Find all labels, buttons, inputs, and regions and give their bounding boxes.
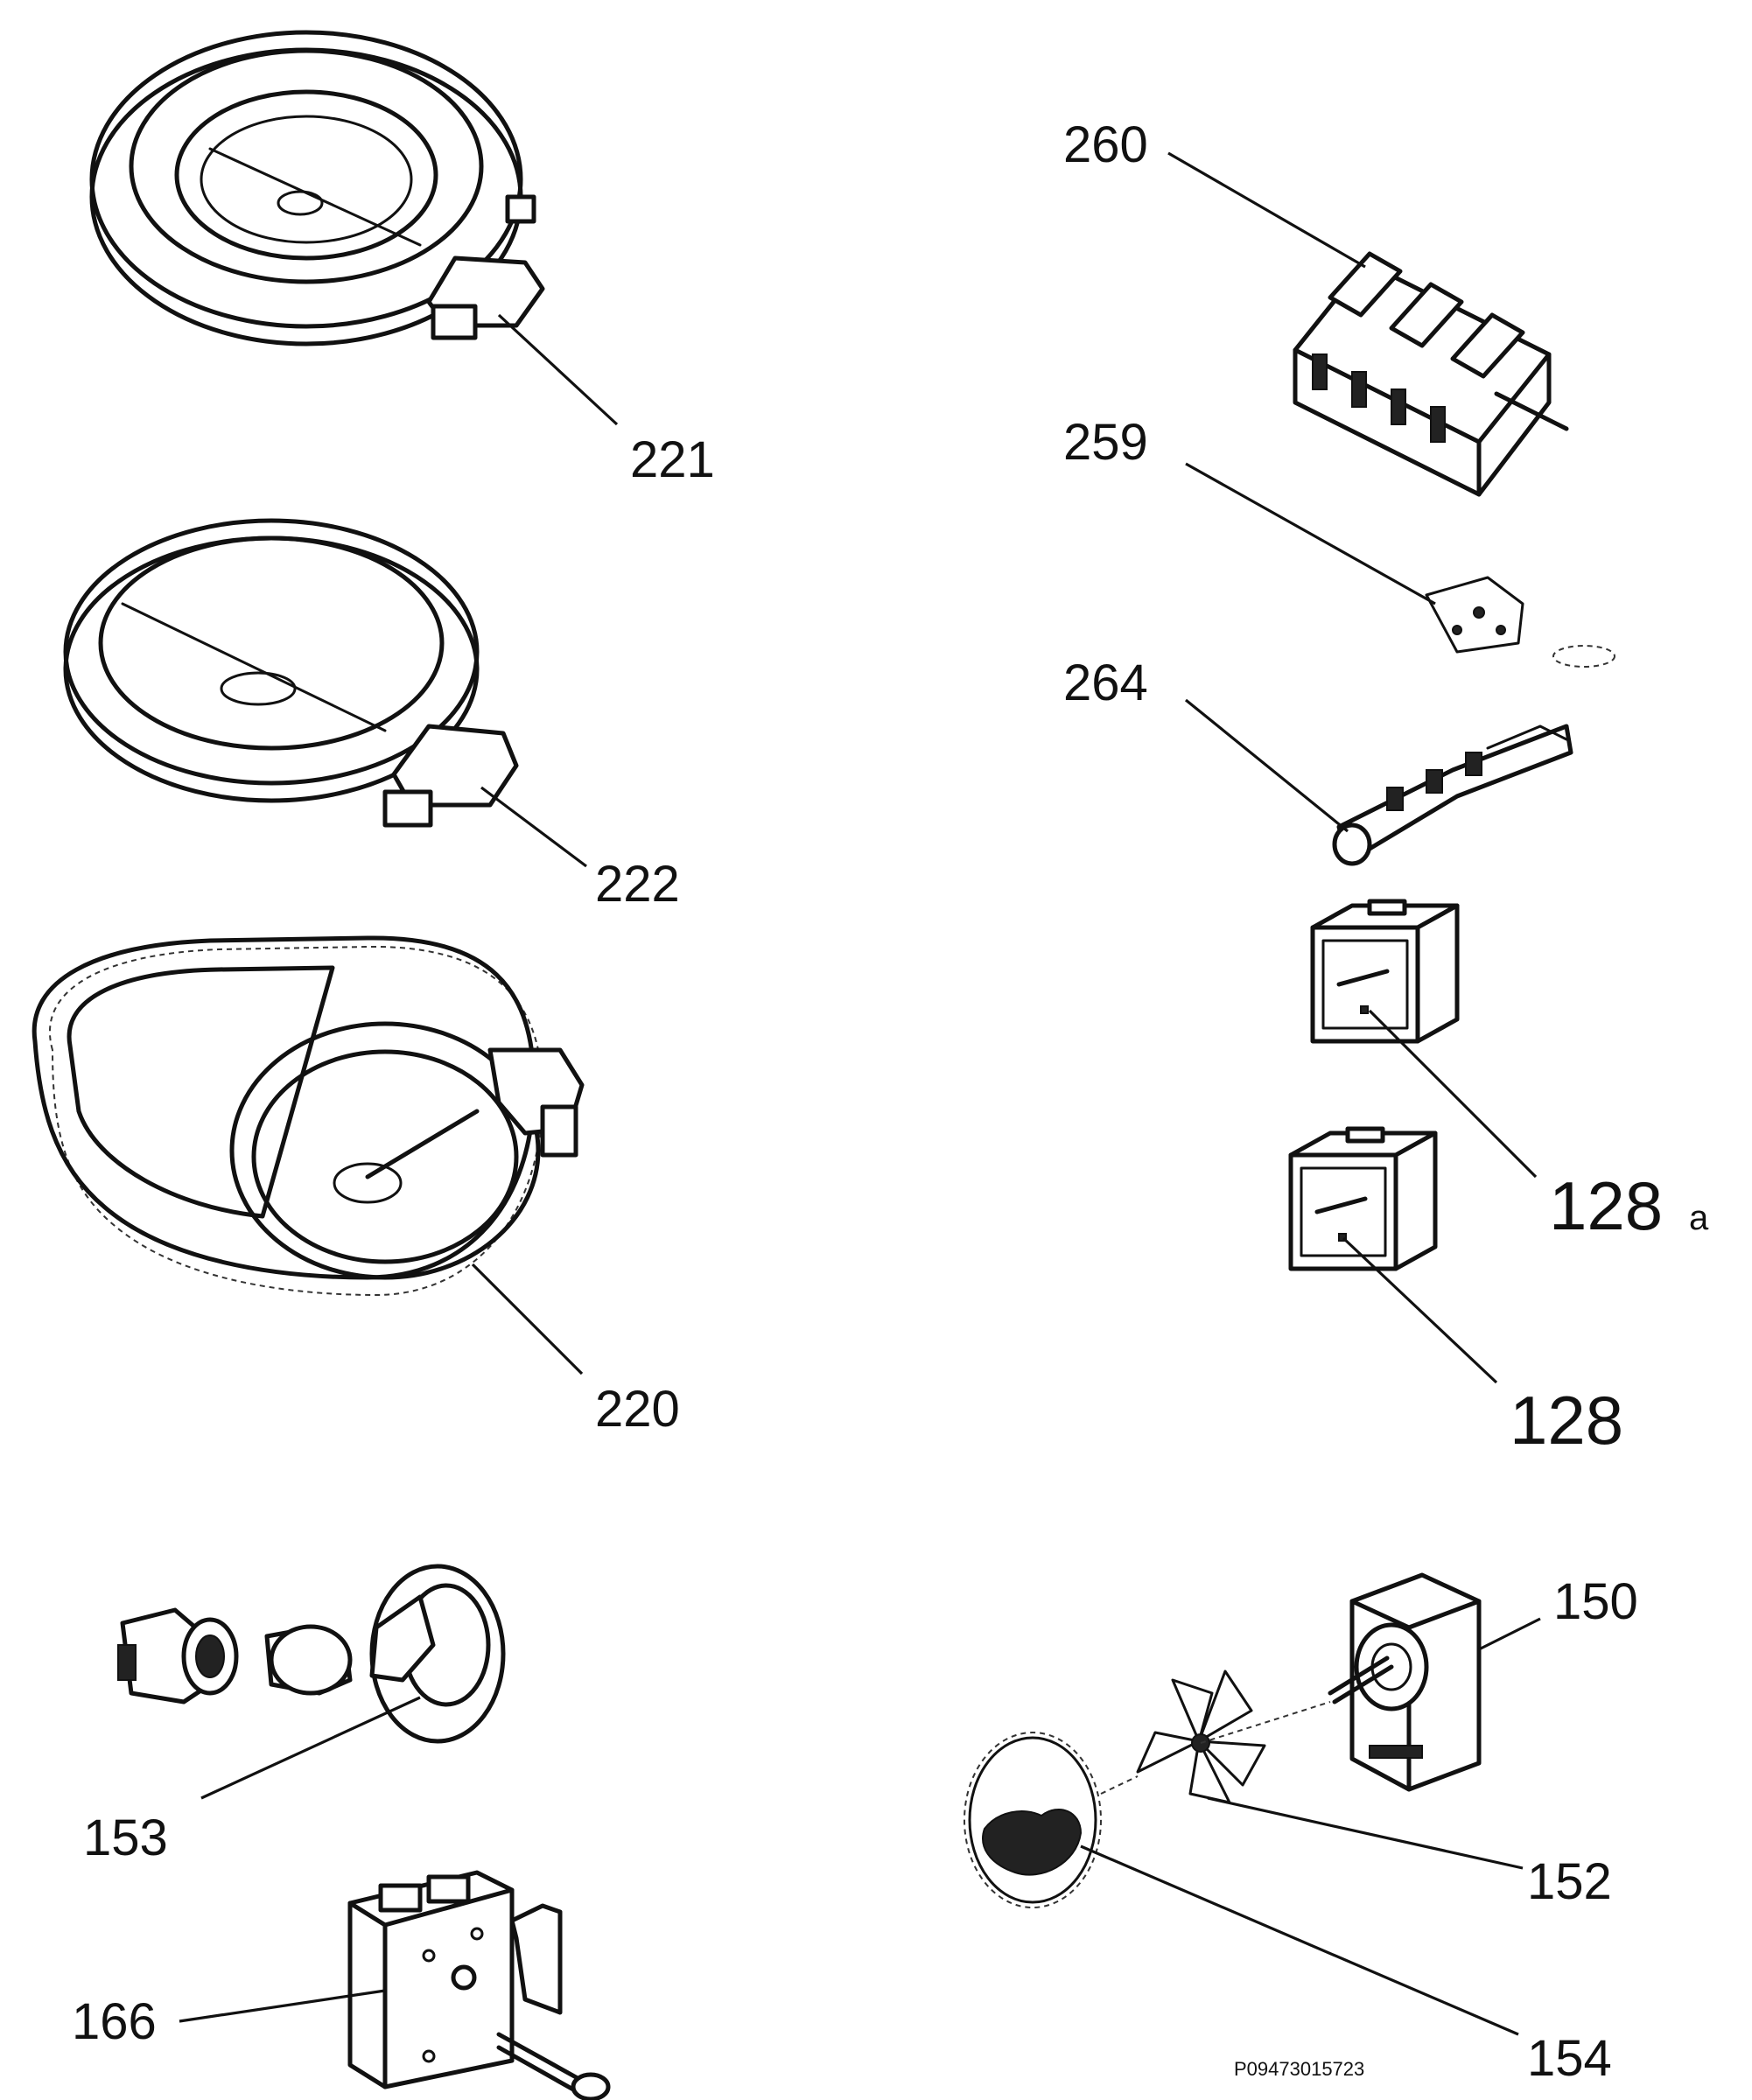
relay-128a [1310, 899, 1460, 1044]
part-label-128: 128 [1510, 1382, 1623, 1459]
hotplate-220 [32, 935, 585, 1297]
terminal-block-264 [1332, 724, 1573, 866]
bracket-166 [347, 1870, 611, 2100]
part-label-154: 154 [1527, 2030, 1612, 2087]
leader-154 [1080, 1844, 1519, 2036]
switch-259 [1425, 576, 1615, 668]
relay-128 [1288, 1126, 1438, 1271]
leader-150 [1478, 1617, 1541, 1651]
leader-128 [1342, 1236, 1498, 1384]
selector-switch-260 [1293, 251, 1569, 497]
leader-220 [471, 1263, 584, 1376]
leader-259 [1185, 462, 1436, 606]
fan-motor-150 [1328, 1572, 1482, 1792]
part-label-153: 153 [83, 1810, 168, 1866]
leader-221 [497, 313, 619, 426]
part-label-260: 260 [1063, 116, 1148, 173]
leader-264 [1184, 698, 1349, 833]
part-label-264: 264 [1063, 654, 1148, 711]
leader-153 [200, 1696, 421, 1800]
drawing-reference-code: P09473015723 [1234, 2058, 1364, 2080]
filter-154 [964, 1732, 1139, 1908]
part-label-221: 221 [630, 431, 715, 488]
part-label-259: 259 [1063, 414, 1148, 471]
leader-152 [1207, 1796, 1524, 1870]
part-label-128a-suffix: a [1689, 1199, 1709, 1237]
leader-260 [1167, 151, 1366, 269]
hotplate-222 [63, 518, 519, 828]
oven-lamp-assembly-153 [117, 1564, 506, 1744]
fan-blade-152 [1136, 1670, 1331, 1804]
leader-128a [1368, 1009, 1538, 1179]
part-label-166: 166 [72, 1993, 157, 2050]
part-label-220: 220 [595, 1381, 680, 1438]
part-label-152: 152 [1527, 1853, 1612, 1910]
hotplate-221 [89, 30, 545, 346]
part-label-128a: 128 [1549, 1167, 1663, 1244]
part-label-150: 150 [1553, 1573, 1638, 1630]
part-label-222: 222 [595, 856, 680, 913]
leader-166 [179, 1989, 386, 2023]
leader-222 [480, 786, 587, 868]
